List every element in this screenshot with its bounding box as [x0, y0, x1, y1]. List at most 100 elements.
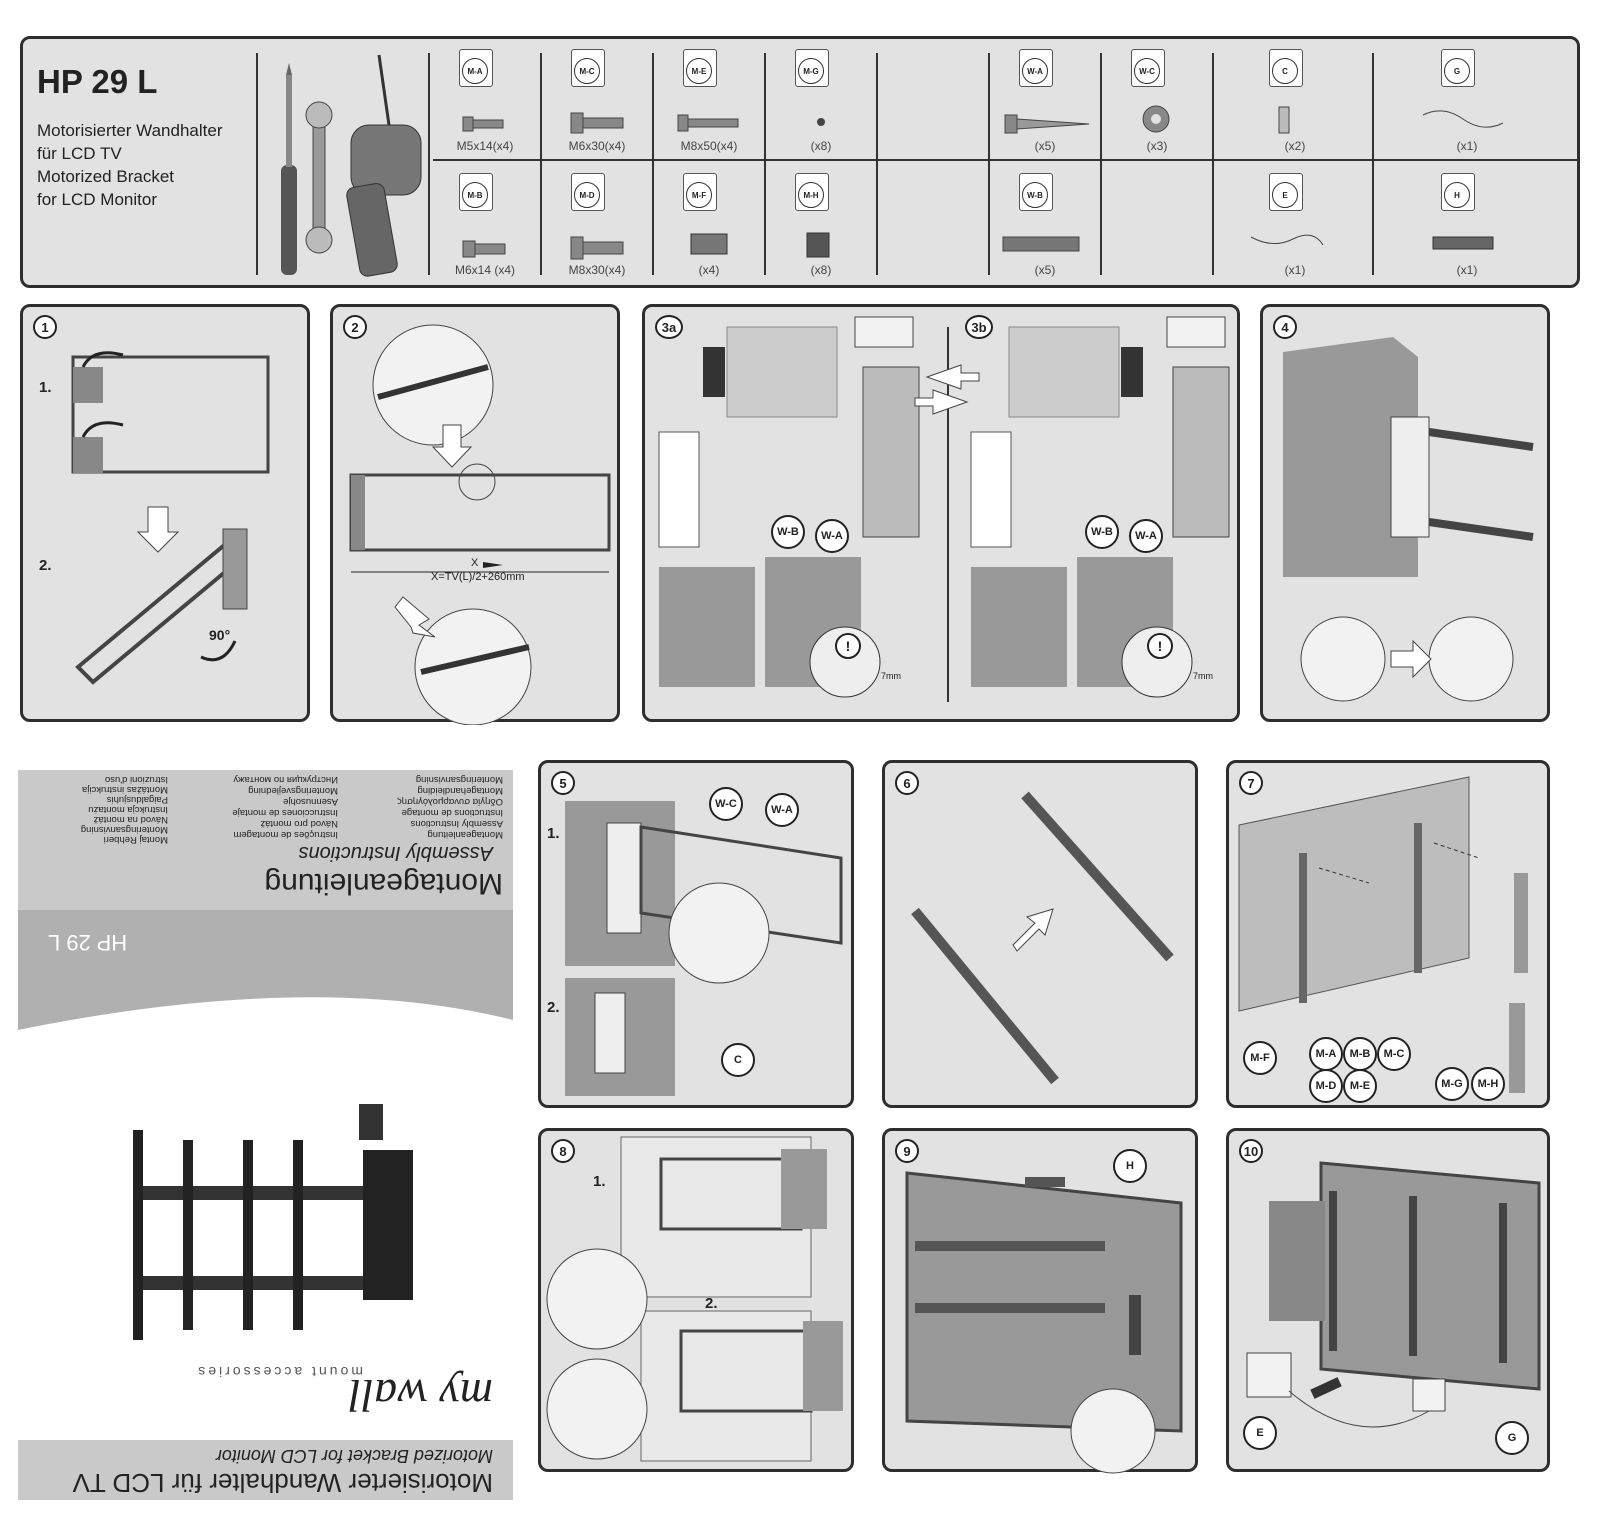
part-qty: M8x30(x4)	[568, 263, 626, 277]
step-8-panel: 8 1. 2.	[538, 1128, 854, 1472]
substep-label: 1.	[39, 379, 52, 396]
cover-wave-band	[18, 910, 513, 1030]
part-bag-icon: G	[1441, 49, 1475, 87]
step-number: 8	[551, 1139, 575, 1163]
wood-screw-icon	[1004, 114, 1090, 134]
language-item: Monteringsanvisning	[415, 774, 503, 785]
bracket-measure-illustration	[349, 324, 611, 725]
part-bag-icon: M-D	[571, 173, 605, 211]
step-4-panel: 4	[1260, 304, 1550, 722]
language-item: Asennusohje	[283, 796, 338, 807]
brand-tagline: mount accessories	[195, 1364, 363, 1380]
language-item: Montážas instrukcija	[81, 784, 168, 795]
part-qty: (x1)	[1456, 139, 1478, 153]
nut-icon	[817, 118, 825, 126]
callout-wb: W-B	[771, 515, 805, 549]
wall-socket-icon	[1412, 1378, 1446, 1412]
step-number: 3a	[655, 315, 683, 339]
rotate-arrow-icon	[81, 351, 124, 368]
swap-arrow-icon	[914, 389, 969, 415]
step-number: 6	[895, 771, 919, 795]
rotate-arrow-icon	[81, 421, 124, 438]
part-bag-icon: H	[1441, 173, 1475, 211]
callout-mb: M-B	[1343, 1037, 1377, 1071]
parts-drawings	[462, 105, 1504, 260]
step-number: 10	[1239, 1139, 1263, 1163]
measure-formula: X=TV(L)/2+260mm	[431, 571, 525, 583]
warning-icon: !	[1147, 633, 1173, 659]
language-item: Instrucciones de montaje	[232, 807, 338, 818]
callout-e: E	[1243, 1416, 1277, 1450]
part-bag-icon: W-B	[1019, 173, 1053, 211]
part-bag-icon: M-B	[459, 173, 493, 211]
product-title: HP 29 L	[37, 63, 158, 100]
callout-wb: W-B	[1085, 515, 1119, 549]
wrench-icon	[305, 101, 333, 254]
languages-col: Instruções de montagem Návod pro montáž …	[208, 774, 338, 840]
cover-title-de: Motorisierter Wandhalter für LCD TV	[72, 1468, 493, 1498]
part-bag-icon: M-G	[795, 49, 829, 87]
warning-icon: !	[835, 633, 861, 659]
language-item: Instructions de montage	[401, 807, 503, 818]
screwdriver-icon	[281, 63, 297, 275]
right-arrow-icon	[1390, 639, 1432, 679]
tv-back-mount-illustration	[1238, 776, 1528, 1093]
step-6-panel: 6	[882, 760, 1198, 1108]
part-qty: M8x50(x4)	[680, 139, 738, 153]
measure-x-label: X	[471, 557, 479, 569]
callout-c: C	[721, 1043, 755, 1077]
divider	[988, 53, 990, 275]
part-qty: (x8)	[810, 263, 832, 277]
down-arrow-icon	[431, 424, 473, 468]
divider	[256, 53, 258, 275]
part-qty: M6x14 (x4)	[454, 263, 516, 277]
product-photo	[133, 1104, 413, 1340]
desc-line: for LCD Monitor	[37, 190, 157, 209]
divider	[1212, 53, 1214, 275]
part-bag-icon: C	[1269, 49, 1303, 87]
substep-label: 1.	[547, 825, 560, 842]
divider	[876, 53, 878, 275]
diagonal-arrow-icon	[394, 596, 436, 638]
step-number: 9	[895, 1139, 919, 1163]
callout-h: H	[1113, 1149, 1147, 1183]
spirit-level-icon	[1432, 236, 1494, 250]
tv-level-illustration	[905, 1171, 1183, 1474]
part-bag-icon: M-A	[459, 49, 493, 87]
languages-col: Montageanleitung Assembly Instructions I…	[383, 774, 503, 840]
callout-mc: M-C	[1377, 1037, 1411, 1071]
step-1-panel: 1 1. 2. 90°	[20, 304, 310, 722]
part-qty: (x5)	[1034, 139, 1056, 153]
rotate-arrow-icon	[200, 640, 237, 662]
cover-model: HP 29 L	[48, 930, 128, 955]
control-box-icon	[1246, 1352, 1292, 1398]
step-number: 2	[343, 315, 367, 339]
step-9-panel: 9 H	[882, 1128, 1198, 1474]
part-qty: (x2)	[1284, 139, 1306, 153]
divider	[428, 53, 430, 275]
language-item: Paigaldusjuhis	[106, 794, 168, 805]
swap-arrow-icon	[925, 364, 980, 390]
part-bag-icon: W-C	[1131, 49, 1165, 87]
cover-title-en: Motorized Bracket for LCD Monitor	[215, 1446, 493, 1466]
divider	[1100, 53, 1102, 275]
part-bag-icon: E	[1269, 173, 1303, 211]
callout-ma: M-A	[1309, 1037, 1343, 1071]
callout-me: M-E	[1343, 1069, 1377, 1103]
cover-subheading: Assembly Instructions	[298, 842, 493, 864]
step-2-panel: 2 X X=TV(L)/2+260mm	[330, 304, 620, 725]
callout-mg: M-G	[1435, 1067, 1469, 1101]
down-arrow-icon	[136, 506, 180, 553]
manual-cover: Motorisierter Wandhalter für LCD TV Moto…	[18, 770, 513, 1500]
spirit-level-icon	[1025, 1177, 1065, 1187]
tools-illustration	[281, 54, 422, 277]
screwdriver-icon	[1129, 1295, 1141, 1355]
callout-g: G	[1495, 1421, 1529, 1455]
clip-icon	[1278, 106, 1290, 134]
callout-md: M-D	[1309, 1069, 1343, 1103]
part-bag-icon: W-A	[1019, 49, 1053, 87]
language-item: Monteringsanvisning	[80, 824, 168, 835]
language-item: Návod pro montáž	[260, 818, 338, 829]
parts-header-panel: HP 29 L Motorisierter Wandhalter für LCD…	[20, 36, 1580, 288]
language-item: Montaj Rehberi	[103, 834, 168, 845]
